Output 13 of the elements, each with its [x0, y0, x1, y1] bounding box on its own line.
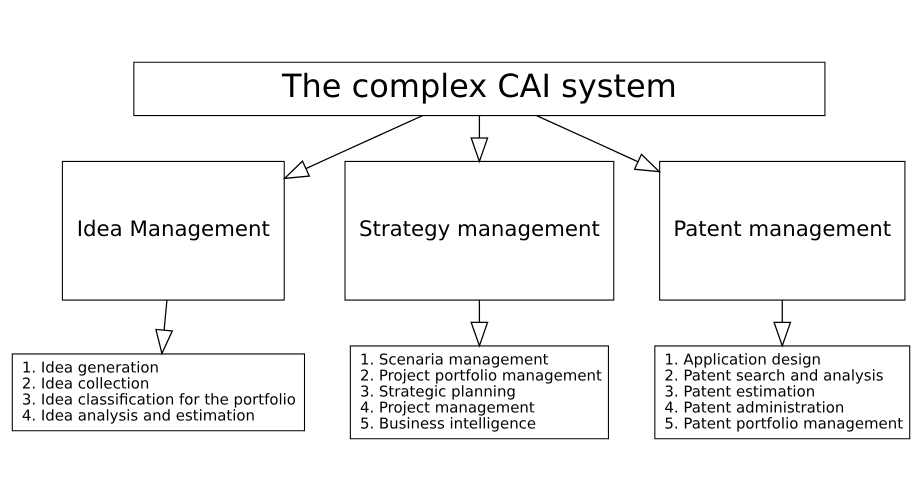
arrow	[773, 300, 792, 348]
arrow	[470, 300, 489, 348]
node-box: Idea Management	[62, 160, 285, 300]
arrow	[536, 114, 662, 172]
node-box: 1. Scenaria management 2. Project portfolio management 3. Strategic planning 4. Project management 5. Business intelligence	[350, 344, 609, 439]
node-box: Patent management	[659, 160, 906, 300]
arrow	[282, 114, 423, 179]
arrow	[470, 115, 489, 163]
node-box: The complex CAI system	[133, 61, 826, 116]
node-box: 1. Idea generation 2. Idea collection 3. Idea classification for the portfolio 4. Idea analysis and estimation	[12, 352, 306, 431]
node-box: Strategy management	[344, 160, 614, 300]
arrow	[155, 300, 174, 355]
node-box: 1. Application design 2. Patent search and analysis 3. Patent estimation 4. Patent administration 5. Patent portfolio management	[654, 344, 910, 439]
